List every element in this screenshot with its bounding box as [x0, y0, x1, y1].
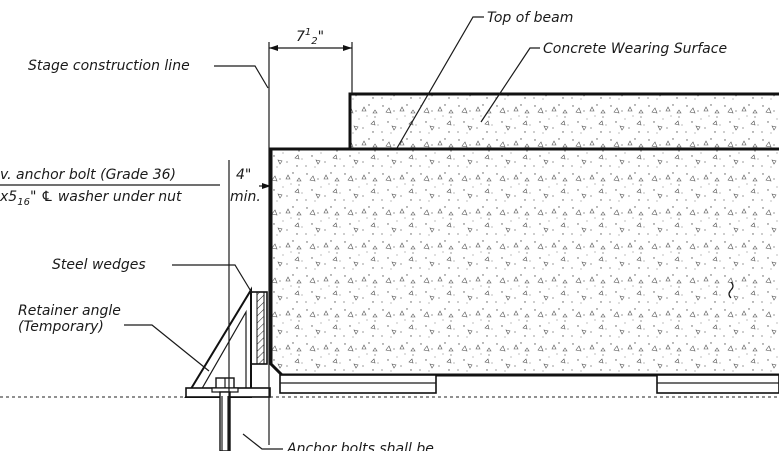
dim-7-unit: " [318, 29, 324, 45]
label-wearing-surface: Concrete Wearing Surface [543, 41, 727, 57]
leader-steel-wedges [172, 264, 253, 294]
washer-b: 16 [17, 197, 30, 208]
dim-4-arrow [262, 183, 271, 189]
bearing-pad-right [656, 374, 779, 394]
beam-break-line [728, 281, 734, 299]
label-anchor-note: Anchor bolts shall be [286, 441, 434, 451]
label-dim-4: 4" [236, 167, 251, 183]
dim-7-num: 1 [305, 27, 311, 38]
dim-7-den: 2 [311, 36, 317, 47]
washer-c: " ℄ washer under nut [30, 189, 182, 205]
leader-wearing-surface [480, 47, 540, 123]
retainer-angle-inner [199, 309, 247, 393]
steel-wedge-hatch [256, 291, 265, 365]
label-dim-7-half: 712" [296, 27, 324, 47]
label-washer: x516" ℄ washer under nut [0, 189, 182, 208]
wearing-surface-body [350, 94, 779, 149]
leader-top-of-beam [396, 16, 484, 149]
leader-anchor-note [242, 433, 283, 450]
label-anchor-bolt: v. anchor bolt (Grade 36) [0, 167, 176, 183]
label-retainer-temporary: (Temporary) [18, 319, 104, 335]
beam-outline [269, 147, 779, 377]
beam-body [271, 149, 779, 375]
leader-stage-line [214, 65, 269, 89]
dim-7-main: 7 [296, 29, 305, 45]
dim-arrow-left [269, 45, 278, 51]
dim-arrow-right [343, 45, 352, 51]
label-retainer-angle: Retainer angle [18, 303, 121, 319]
label-dim-min: min. [230, 189, 261, 205]
leader-retainer [124, 324, 210, 372]
anchor-bolt-shank [219, 391, 231, 451]
label-top-of-beam: Top of beam [487, 10, 573, 26]
wearing-surface-outline [348, 92, 779, 149]
washer-a: x5 [0, 189, 17, 205]
label-stage-construction-line: Stage construction line [28, 58, 190, 74]
bearing-pad-left [279, 374, 437, 394]
label-steel-wedges: Steel wedges [52, 257, 146, 273]
